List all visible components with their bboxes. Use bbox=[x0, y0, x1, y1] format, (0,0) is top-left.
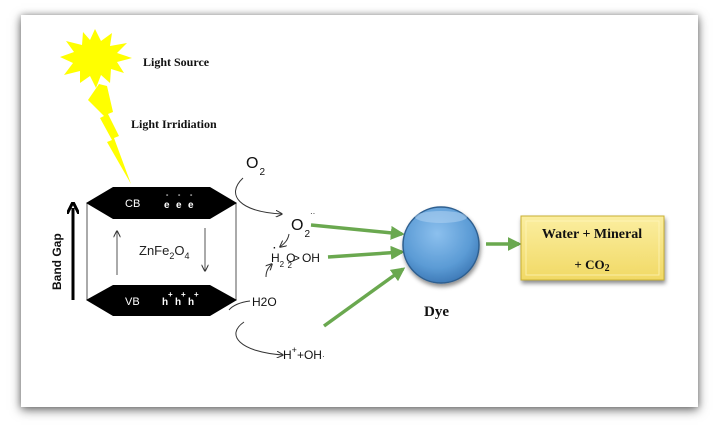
electron-charge: - bbox=[190, 192, 193, 199]
peroxide-sub1: 2 bbox=[280, 260, 285, 269]
hole-charge: + bbox=[194, 290, 199, 299]
to-peroxide-arrow bbox=[266, 264, 272, 278]
result-co2-prefix: + CO bbox=[574, 257, 604, 272]
radical-to-dye-arrow bbox=[322, 267, 406, 328]
superoxide-base: O bbox=[291, 217, 303, 234]
superoxide-to-dye-arrow bbox=[310, 223, 405, 240]
peroxide-h: H bbox=[271, 251, 280, 265]
valence-band bbox=[86, 285, 237, 316]
electron: e bbox=[164, 200, 170, 211]
electron-charge: - bbox=[166, 192, 169, 199]
hole: h bbox=[162, 297, 168, 308]
vb-label: VB bbox=[125, 296, 140, 308]
electron: e bbox=[188, 200, 194, 211]
hydroxyl-to-dye-arrow bbox=[327, 245, 405, 260]
electrons: e - e - e - bbox=[164, 192, 194, 211]
hole-to-water-arrow bbox=[228, 300, 251, 311]
hole-charge: + bbox=[181, 290, 186, 299]
dye-label: Dye bbox=[424, 304, 449, 320]
catalyst-sub2: 4 bbox=[184, 251, 189, 261]
oxygen-formula: O2 bbox=[246, 155, 265, 178]
light-irradiation-label: Light Irridiation bbox=[131, 117, 217, 131]
sun-icon bbox=[60, 29, 132, 88]
superoxide-radical: ·· bbox=[310, 209, 315, 218]
peroxide-dot: · bbox=[273, 243, 276, 254]
superoxide-sub: 2 bbox=[304, 229, 310, 240]
water-products: H++OH· bbox=[283, 345, 325, 362]
result-line-2: + CO2 bbox=[574, 257, 609, 274]
result-line-1: Water + Mineral bbox=[542, 227, 642, 242]
lightning-bolt-icon bbox=[88, 84, 131, 184]
oxygen-base: O bbox=[246, 155, 258, 172]
catalyst-sub1: 2 bbox=[169, 251, 174, 261]
holes: h + h + h + bbox=[162, 290, 199, 308]
peroxide-o: O bbox=[286, 251, 295, 265]
peroxide-product: OH bbox=[302, 251, 320, 265]
electron-charge: - bbox=[178, 192, 181, 199]
light-source-label: Light Source bbox=[143, 55, 210, 69]
water-label: H2O bbox=[252, 295, 277, 309]
catalyst-formula: ZnFe2O4 bbox=[139, 243, 190, 261]
electron: e bbox=[176, 200, 182, 211]
hole-charge: + bbox=[168, 290, 173, 299]
proton-charge: + bbox=[292, 345, 297, 355]
conduction-band bbox=[86, 187, 237, 219]
catalyst-mid: O bbox=[174, 243, 184, 258]
hydroxyl-dot: · bbox=[322, 352, 325, 361]
oxygen-sub: 2 bbox=[259, 167, 265, 178]
electron-transfer-arrow bbox=[235, 177, 282, 214]
hydroxyl-radical: +OH bbox=[297, 348, 322, 362]
band-gap-label: Band Gap bbox=[50, 233, 64, 290]
catalyst-base: ZnFe bbox=[139, 243, 169, 258]
dye-molecule bbox=[402, 206, 480, 284]
cb-label: CB bbox=[125, 198, 140, 210]
hole: h bbox=[188, 297, 194, 308]
peroxide-arrow: > bbox=[293, 251, 300, 265]
result-box bbox=[520, 215, 665, 281]
water-oxidation-arrow bbox=[235, 321, 283, 355]
result-co2-sub: 2 bbox=[605, 263, 610, 274]
superoxide-to-peroxide-arrow bbox=[280, 233, 290, 247]
proton: H bbox=[283, 348, 292, 362]
dye-highlight bbox=[415, 211, 467, 223]
peroxide-sub2: 2 bbox=[287, 261, 292, 270]
hole: h bbox=[175, 297, 181, 308]
superoxide-formula: O2 ·· bbox=[291, 209, 315, 240]
